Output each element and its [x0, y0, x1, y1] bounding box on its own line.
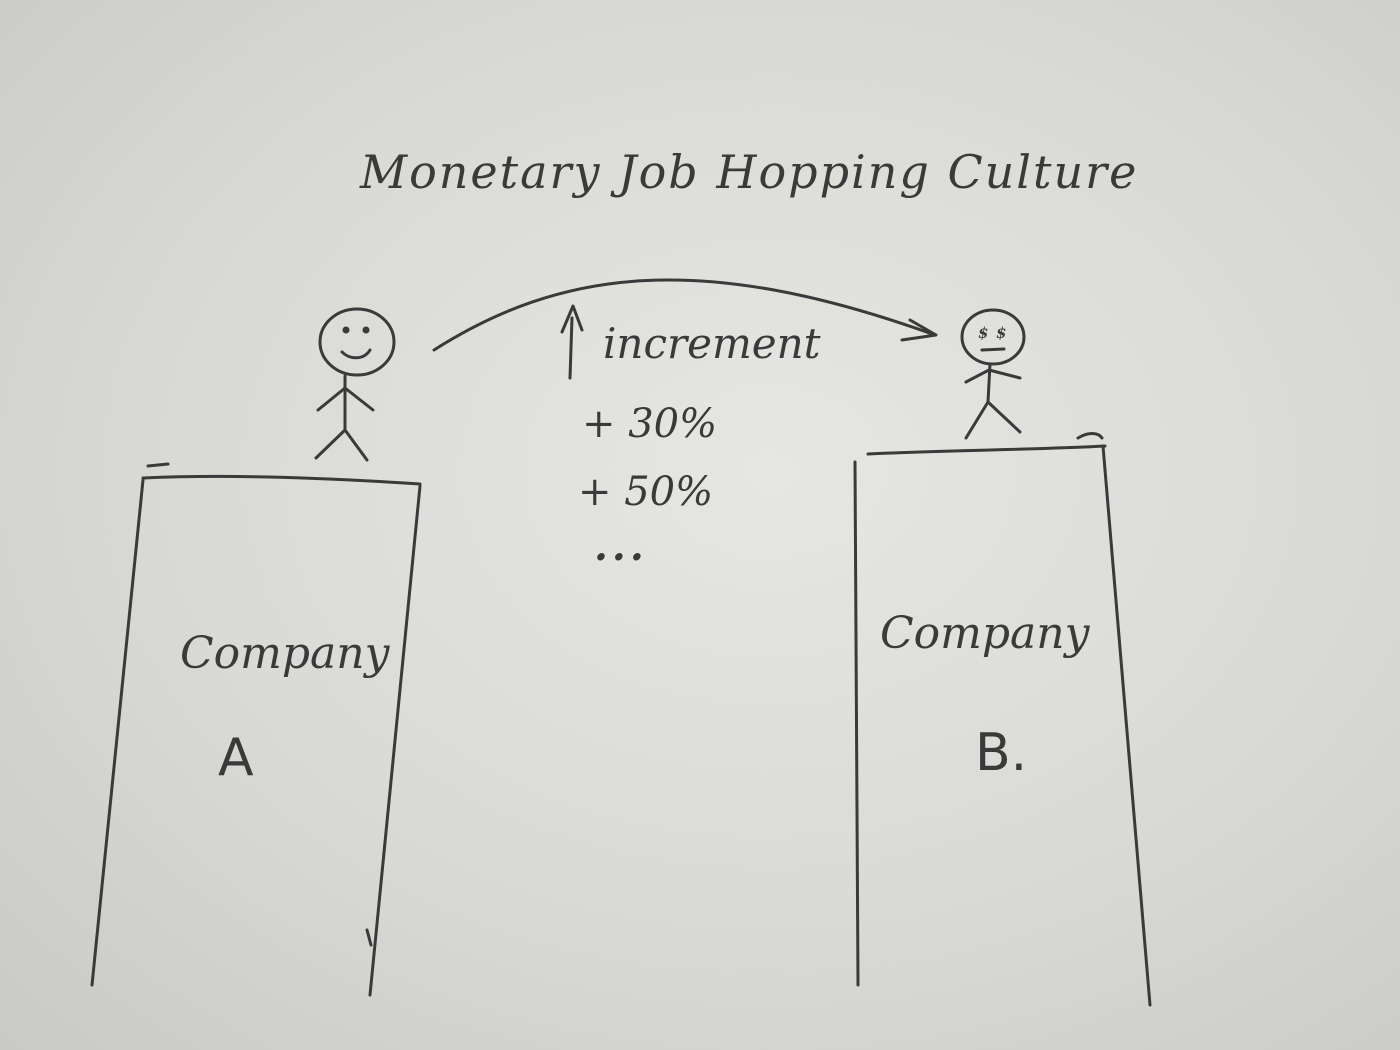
svg-text:$: $	[996, 324, 1006, 342]
jump-arc-arrow	[432, 278, 938, 352]
stick-figure-b-icon: $ $	[960, 308, 1026, 440]
increment-value-2: + 50%	[578, 469, 713, 515]
up-arrow-icon	[560, 304, 584, 380]
company-a-name: Company	[180, 628, 391, 679]
company-b-letter: B.	[975, 723, 1027, 783]
diagram-title: Monetary Job Hopping Culture	[359, 145, 1138, 199]
svg-text:$: $	[978, 324, 988, 342]
increment-value-1: + 30%	[582, 401, 717, 447]
company-a-letter: A	[218, 728, 254, 788]
stick-figure-a-icon	[314, 307, 396, 462]
company-b-name: Company	[880, 608, 1091, 659]
company-a-building	[90, 462, 422, 997]
increment-ellipsis: ...	[594, 523, 648, 570]
company-b-building	[853, 432, 1152, 1007]
increment-label: increment	[603, 319, 821, 368]
